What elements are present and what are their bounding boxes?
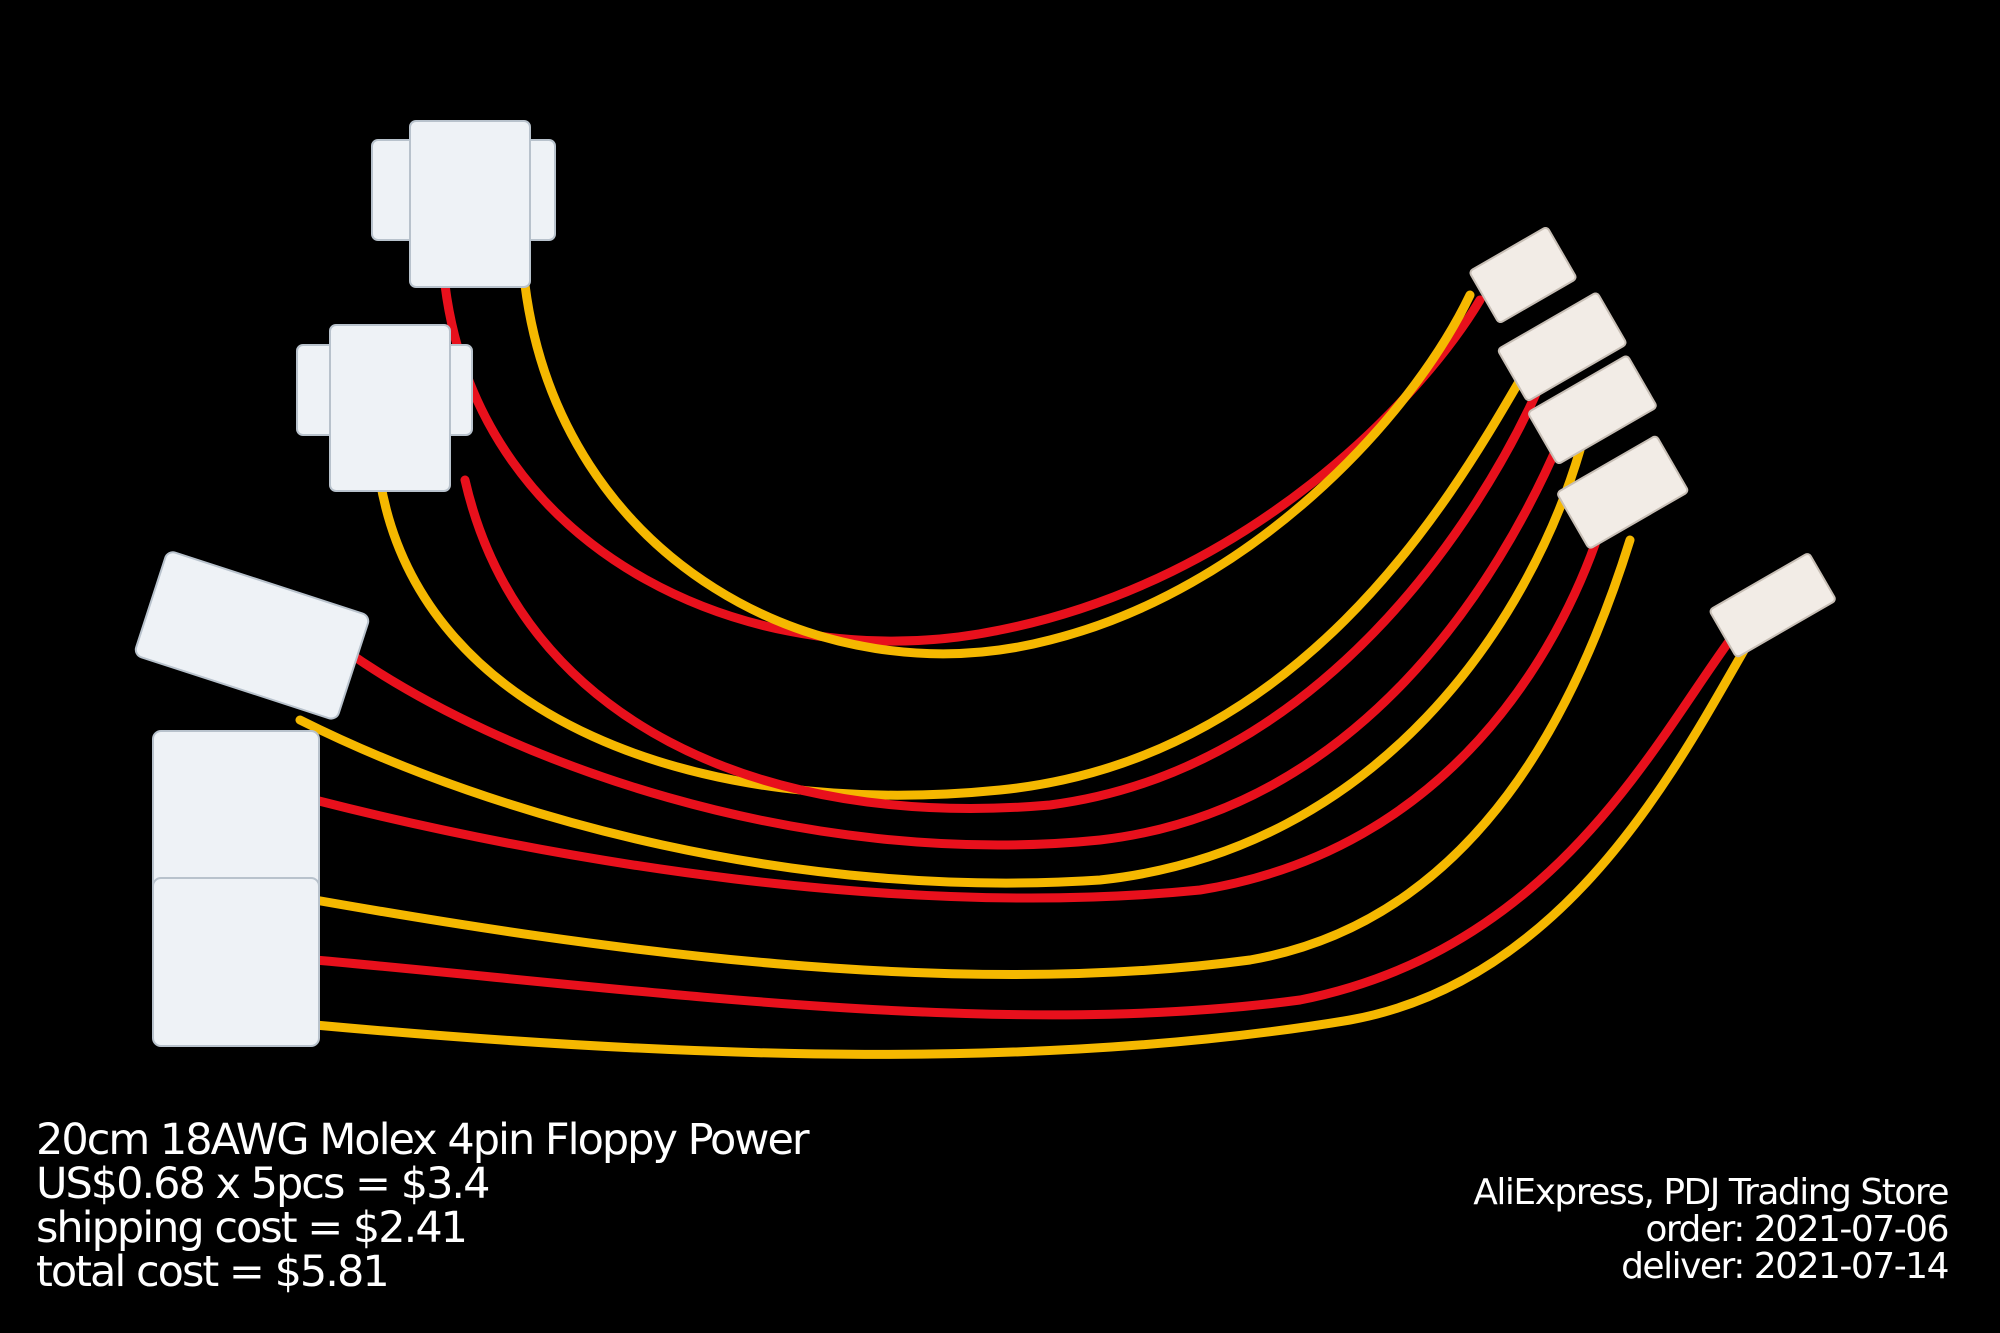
molex-connectors xyxy=(134,120,556,1047)
molex-connector xyxy=(152,877,320,1047)
wire-yellow xyxy=(520,280,1475,659)
molex-connector xyxy=(409,120,531,288)
wire-red xyxy=(310,635,1735,1020)
molex-connector xyxy=(134,551,370,720)
product-title: 20cm 18AWG Molex 4pin Floppy Power xyxy=(36,1115,810,1165)
molex-connector xyxy=(329,324,451,492)
floppy-connector xyxy=(1709,553,1836,658)
shipping-cost: shipping cost = $2.41 xyxy=(36,1203,468,1253)
floppy-connector xyxy=(1497,292,1627,402)
wire-red xyxy=(460,380,1545,813)
wires xyxy=(295,280,1755,1059)
total-cost: total cost = $5.81 xyxy=(36,1247,390,1297)
store-name: AliExpress, PDJ Trading Store xyxy=(1473,1172,1949,1213)
floppy-connectors xyxy=(1469,226,1836,658)
wire-red xyxy=(440,280,1485,646)
wire-red xyxy=(340,435,1565,850)
order-date: order: 2021-07-06 xyxy=(1645,1209,1949,1250)
unit-price: US$0.68 x 5pcs = $3.4 xyxy=(36,1159,490,1209)
floppy-connector xyxy=(1528,355,1657,465)
wire-yellow xyxy=(375,375,1525,800)
wire-yellow xyxy=(310,535,1635,980)
wire-red xyxy=(310,525,1605,903)
wire-yellow xyxy=(295,445,1585,888)
floppy-connector xyxy=(1469,226,1577,324)
wire-yellow xyxy=(310,635,1755,1059)
floppy-connector xyxy=(1557,435,1689,549)
deliver-date: deliver: 2021-07-14 xyxy=(1621,1246,1949,1287)
